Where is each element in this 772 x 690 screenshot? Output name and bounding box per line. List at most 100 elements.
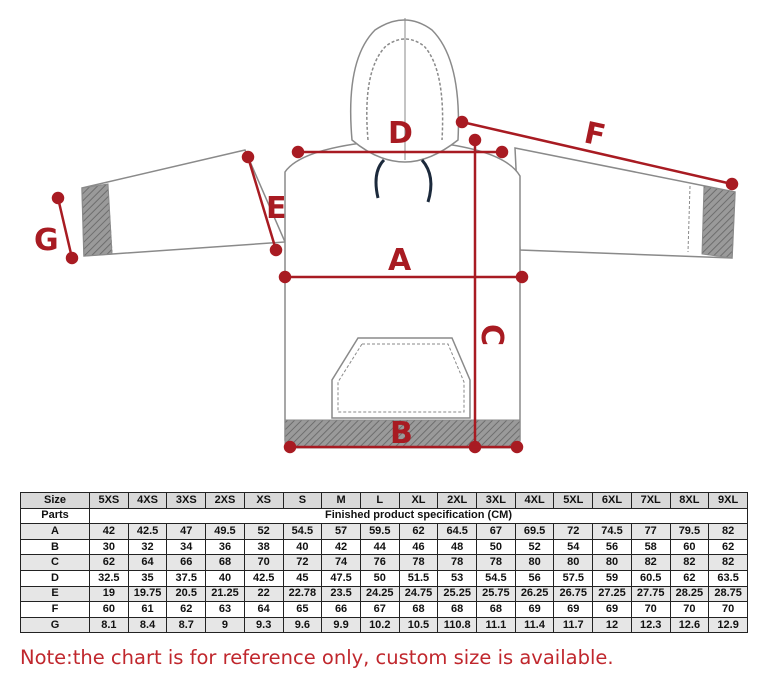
table-cell: 69 (553, 601, 594, 618)
table-cell: 66 (321, 601, 361, 618)
size-header-cell: 3XL (476, 492, 516, 509)
table-cell: 12.9 (708, 616, 748, 634)
table-cell: 32 (127, 538, 168, 556)
table-cell: 37.5 (166, 569, 207, 587)
table-cell: 62 (166, 601, 207, 618)
size-header-cell: 2XL (437, 492, 478, 509)
table-cell: 45 (282, 569, 323, 587)
right-sleeve-stitch (687, 185, 691, 253)
table-cell: 27.25 (592, 585, 632, 603)
table-cell: 62 (708, 538, 748, 556)
table-cell: 62 (89, 554, 129, 571)
table-cell: 68 (437, 601, 478, 618)
left-cuff (81, 183, 113, 257)
table-cell: 70 (243, 554, 284, 571)
label-e: E (266, 191, 287, 226)
table-cell: 82 (669, 554, 710, 571)
table-cell: 47.5 (321, 569, 361, 587)
table-cell: 64 (127, 554, 168, 571)
table-cell: 72 (282, 554, 323, 571)
marker-e-start (241, 150, 255, 164)
table-cell: 49.5 (205, 523, 245, 540)
table-cell: 62 (398, 523, 439, 540)
table-cell: 42 (321, 538, 361, 556)
table-cell: 110.8 (437, 616, 478, 634)
table-cell: 12.6 (669, 616, 710, 634)
table-cell: 69.5 (514, 523, 555, 540)
part-label-cell: A (20, 523, 90, 540)
table-cell: 20.5 (166, 585, 207, 603)
table-cell: 53 (437, 569, 478, 587)
table-cell: 56 (514, 569, 555, 587)
marker-g-start (51, 191, 65, 205)
label-g: G (34, 223, 59, 258)
table-cell: 38 (243, 538, 284, 556)
marker-a-left (278, 270, 292, 284)
table-cell: 8.7 (166, 616, 207, 634)
table-cell: 69 (592, 601, 632, 618)
table-cell: 57.5 (553, 569, 594, 587)
marker-g-end (65, 251, 79, 265)
table-cell: 63 (205, 601, 245, 618)
table-cell: 82 (708, 523, 748, 540)
table-cell: 68 (476, 601, 516, 618)
table-cell: 42.5 (243, 569, 284, 587)
label-b: B (390, 416, 413, 451)
table-cell: 8.1 (89, 616, 129, 634)
table-cell: 60 (669, 538, 710, 556)
part-label-cell: F (20, 601, 90, 618)
table-cell: 78 (476, 554, 516, 571)
size-header-cell: 4XS (127, 492, 168, 509)
table-cell: 12 (592, 616, 632, 634)
table-cell: 12.3 (630, 616, 671, 634)
table-cell: 69 (514, 601, 555, 618)
table-cell: 63.5 (708, 569, 748, 587)
table-cell: 70 (630, 601, 671, 618)
table-cell: 9.3 (243, 616, 284, 634)
table-cell: 74.5 (592, 523, 632, 540)
table-cell: 44 (359, 538, 400, 556)
size-header-cell: 7XL (630, 492, 671, 509)
table-cell: 61 (127, 601, 168, 618)
pocket-stitch (337, 343, 465, 413)
table-cell: 36 (205, 538, 245, 556)
table-cell: 30 (89, 538, 129, 556)
table-cell: 64.5 (437, 523, 478, 540)
left-sleeve (81, 149, 287, 257)
table-cell: 28.75 (708, 585, 748, 603)
hoodie-measurement-diagram: D F E G A C B (34, 18, 739, 454)
table-cell: 60 (89, 601, 129, 618)
table-cell: 80 (592, 554, 632, 571)
table-cell: 68 (398, 601, 439, 618)
table-cell: 78 (437, 554, 478, 571)
bottom-hem (284, 419, 521, 449)
label-c: C (474, 324, 509, 346)
table-cell: 11.1 (476, 616, 516, 634)
table-cell: 46 (398, 538, 439, 556)
table-cell: 9.6 (282, 616, 323, 634)
table-cell: 52 (514, 538, 555, 556)
table-cell: 22 (243, 585, 284, 603)
table-cell: 50 (359, 569, 400, 587)
marker-f-start (455, 115, 469, 129)
table-cell: 54.5 (282, 523, 323, 540)
size-header-cell: XS (243, 492, 284, 509)
table-cell: 65 (282, 601, 323, 618)
table-cell: 79.5 (669, 523, 710, 540)
size-header-cell: XL (398, 492, 439, 509)
size-header-cell: 4XL (514, 492, 555, 509)
table-cell: 24.75 (398, 585, 439, 603)
table-cell: 70 (708, 601, 748, 618)
table-cell: 77 (630, 523, 671, 540)
drawstring-left (374, 158, 386, 199)
table-cell: 26.25 (514, 585, 555, 603)
table-cell: 72 (553, 523, 594, 540)
hoodie-drawing (81, 18, 736, 441)
table-cell: 54.5 (476, 569, 516, 587)
size-header-cell: 9XL (708, 492, 748, 509)
